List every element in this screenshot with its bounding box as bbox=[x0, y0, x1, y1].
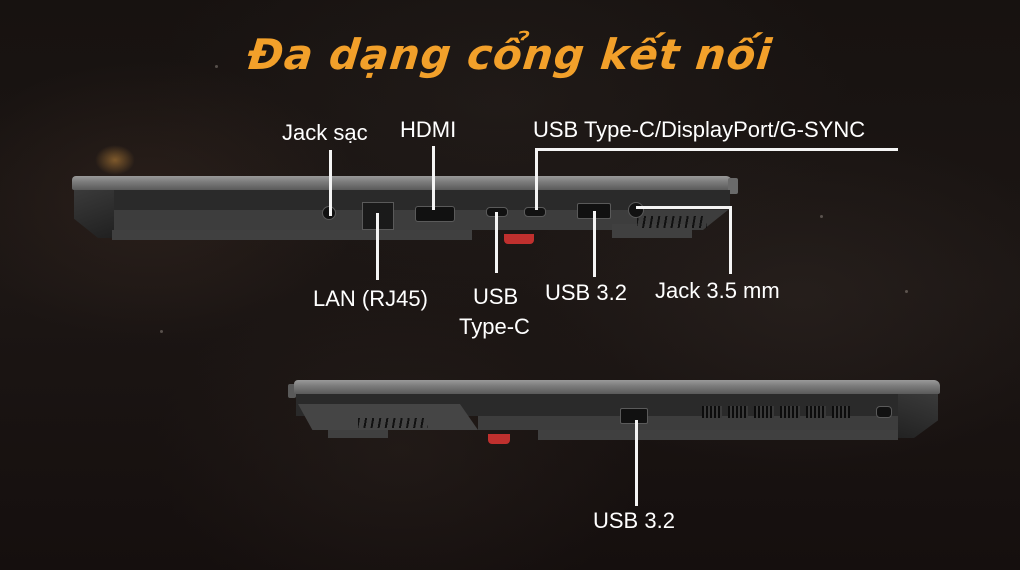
leader-line bbox=[432, 146, 435, 210]
exhaust-vent bbox=[780, 406, 800, 418]
laptop-right-side-view bbox=[288, 378, 942, 448]
exhaust-vent bbox=[754, 406, 774, 418]
laptop-rear-bevel bbox=[898, 394, 938, 438]
hinge bbox=[288, 384, 296, 398]
exhaust-vent bbox=[832, 406, 850, 418]
laptop-foot bbox=[112, 230, 472, 240]
label-lan: LAN (RJ45) bbox=[313, 286, 428, 311]
leader-line bbox=[376, 213, 379, 280]
background-fleck bbox=[95, 145, 135, 175]
label-charging-jack: Jack sạc bbox=[282, 120, 368, 145]
background-speck bbox=[160, 330, 163, 333]
label-usb32-top: USB 3.2 bbox=[545, 280, 627, 305]
leader-line bbox=[593, 211, 596, 277]
leader-line bbox=[329, 150, 332, 216]
laptop-left-side-view bbox=[72, 176, 744, 256]
background-speck bbox=[820, 215, 823, 218]
laptop-lid bbox=[72, 176, 732, 190]
kensington-lock-slot bbox=[876, 406, 892, 418]
usb-a-port bbox=[620, 408, 648, 424]
leader-line bbox=[729, 206, 732, 274]
exhaust-vent bbox=[702, 406, 722, 418]
label-hdmi: HDMI bbox=[400, 117, 457, 142]
red-rubber-foot bbox=[504, 234, 534, 244]
label-usb-c-dp-gsync: USB Type-C/DisplayPort/G-SYNC bbox=[533, 117, 866, 142]
label-usb-c-line1: USB bbox=[473, 284, 519, 309]
label-usb-c-line2: Type-C bbox=[459, 314, 530, 339]
exhaust-vent bbox=[806, 406, 826, 418]
vent-slots bbox=[358, 418, 428, 428]
background-speck bbox=[215, 65, 218, 68]
laptop-front-bevel bbox=[74, 190, 114, 238]
laptop-foot bbox=[328, 430, 388, 438]
label-audio-jack: Jack 3.5 mm bbox=[655, 278, 780, 303]
laptop-body-upper bbox=[74, 190, 730, 210]
leader-line bbox=[636, 206, 732, 209]
red-rubber-foot bbox=[488, 434, 510, 444]
hinge bbox=[728, 178, 738, 194]
leader-line bbox=[635, 420, 638, 506]
background-speck bbox=[905, 290, 908, 293]
leader-line bbox=[535, 148, 538, 210]
leader-line bbox=[535, 148, 898, 151]
laptop-lid bbox=[294, 380, 940, 394]
laptop-body-lower bbox=[478, 416, 908, 430]
exhaust-vent bbox=[728, 406, 748, 418]
vent-slots bbox=[637, 216, 707, 228]
label-usb32-bottom: USB 3.2 bbox=[593, 508, 675, 533]
laptop-foot bbox=[538, 430, 898, 440]
audio-jack-port bbox=[628, 202, 644, 218]
hdmi-port bbox=[415, 206, 455, 222]
leader-line bbox=[495, 212, 498, 273]
page-title: Đa dạng cổng kết nối bbox=[245, 30, 775, 79]
